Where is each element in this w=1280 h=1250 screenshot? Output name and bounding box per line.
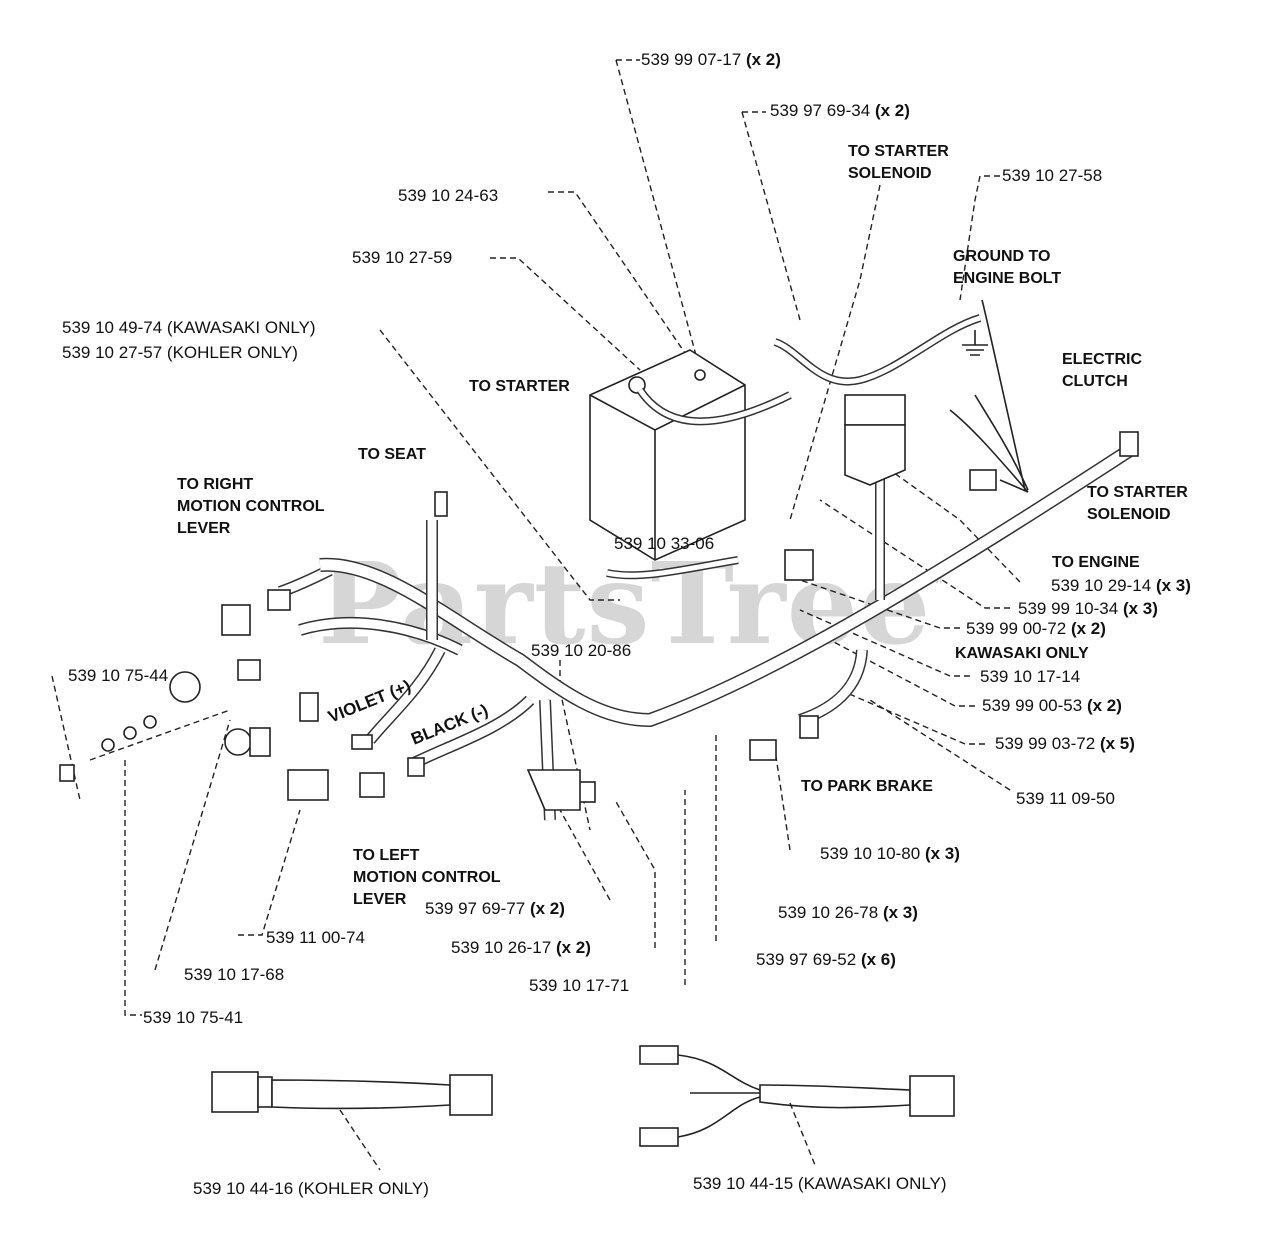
part-label: 539 10 17-71 xyxy=(529,976,630,995)
part-label: 539 10 33-06 xyxy=(614,534,715,553)
part-label: 539 97 69-52 (x 6) xyxy=(756,950,896,969)
part-label: 539 99 00-72 (x 2) xyxy=(966,619,1106,638)
part-label: 539 10 10-80 (x 3) xyxy=(820,844,960,863)
part-label: 539 11 00-74 xyxy=(266,928,365,947)
ground-symbol xyxy=(949,299,1029,493)
sub-harness-kohler xyxy=(211,1071,493,1116)
part-label: 539 10 26-78 (x 3) xyxy=(778,903,918,922)
leader-lines xyxy=(51,59,1021,1016)
part-label: 539 10 17-14 xyxy=(980,667,1081,686)
part-label: 539 99 07-17 (x 2) xyxy=(641,50,781,69)
callout-to-engine: TO ENGINE xyxy=(1052,554,1140,571)
part-label: 539 10 24-63 xyxy=(398,186,499,205)
battery-cables xyxy=(606,314,982,580)
part-label: 539 97 69-34 (x 2) xyxy=(770,101,910,120)
part-label: 539 10 27-59 xyxy=(352,248,453,267)
battery xyxy=(589,349,746,561)
part-label: 539 99 10-34 (x 3) xyxy=(1018,599,1158,618)
connectors xyxy=(59,431,1139,811)
part-label: 539 99 03-72 (x 5) xyxy=(995,734,1135,753)
part-label: 539 10 75-41 xyxy=(143,1008,244,1027)
part-label: 539 99 00-53 (x 2) xyxy=(982,696,1122,715)
part-label: 539 10 20-86 xyxy=(531,641,632,660)
part-label: 539 10 44-15 (KAWASAKI ONLY) xyxy=(693,1174,947,1193)
callout-to-park-brake: TO PARK BRAKE xyxy=(801,778,933,795)
part-label: 539 97 69-77 (x 2) xyxy=(425,899,565,918)
callout-kawasaki-only: KAWASAKI ONLY xyxy=(955,645,1089,662)
callout-to-starter: TO STARTER xyxy=(469,378,570,395)
relay-block xyxy=(844,394,906,486)
part-label: 539 10 26-17 (x 2) xyxy=(451,938,591,957)
harness-outline xyxy=(277,444,1134,821)
part-label: 539 10 27-58 xyxy=(1002,166,1103,185)
part-label: 539 10 17-68 xyxy=(184,965,285,984)
part-label: 539 10 27-57 (KOHLER ONLY) xyxy=(62,343,298,362)
part-label: 539 10 49-74 (KAWASAKI ONLY) xyxy=(62,318,316,337)
part-label: 539 11 09-50 xyxy=(1016,789,1115,808)
part-label: 539 10 29-14 (x 3) xyxy=(1051,576,1191,595)
part-label: 539 10 44-16 (KOHLER ONLY) xyxy=(193,1179,429,1198)
callout-to-seat: TO SEAT xyxy=(358,446,426,463)
sub-harness-kawasaki xyxy=(639,1045,955,1147)
part-label: 539 10 75-44 xyxy=(68,666,169,685)
sub-harness-leaders xyxy=(339,1102,816,1171)
